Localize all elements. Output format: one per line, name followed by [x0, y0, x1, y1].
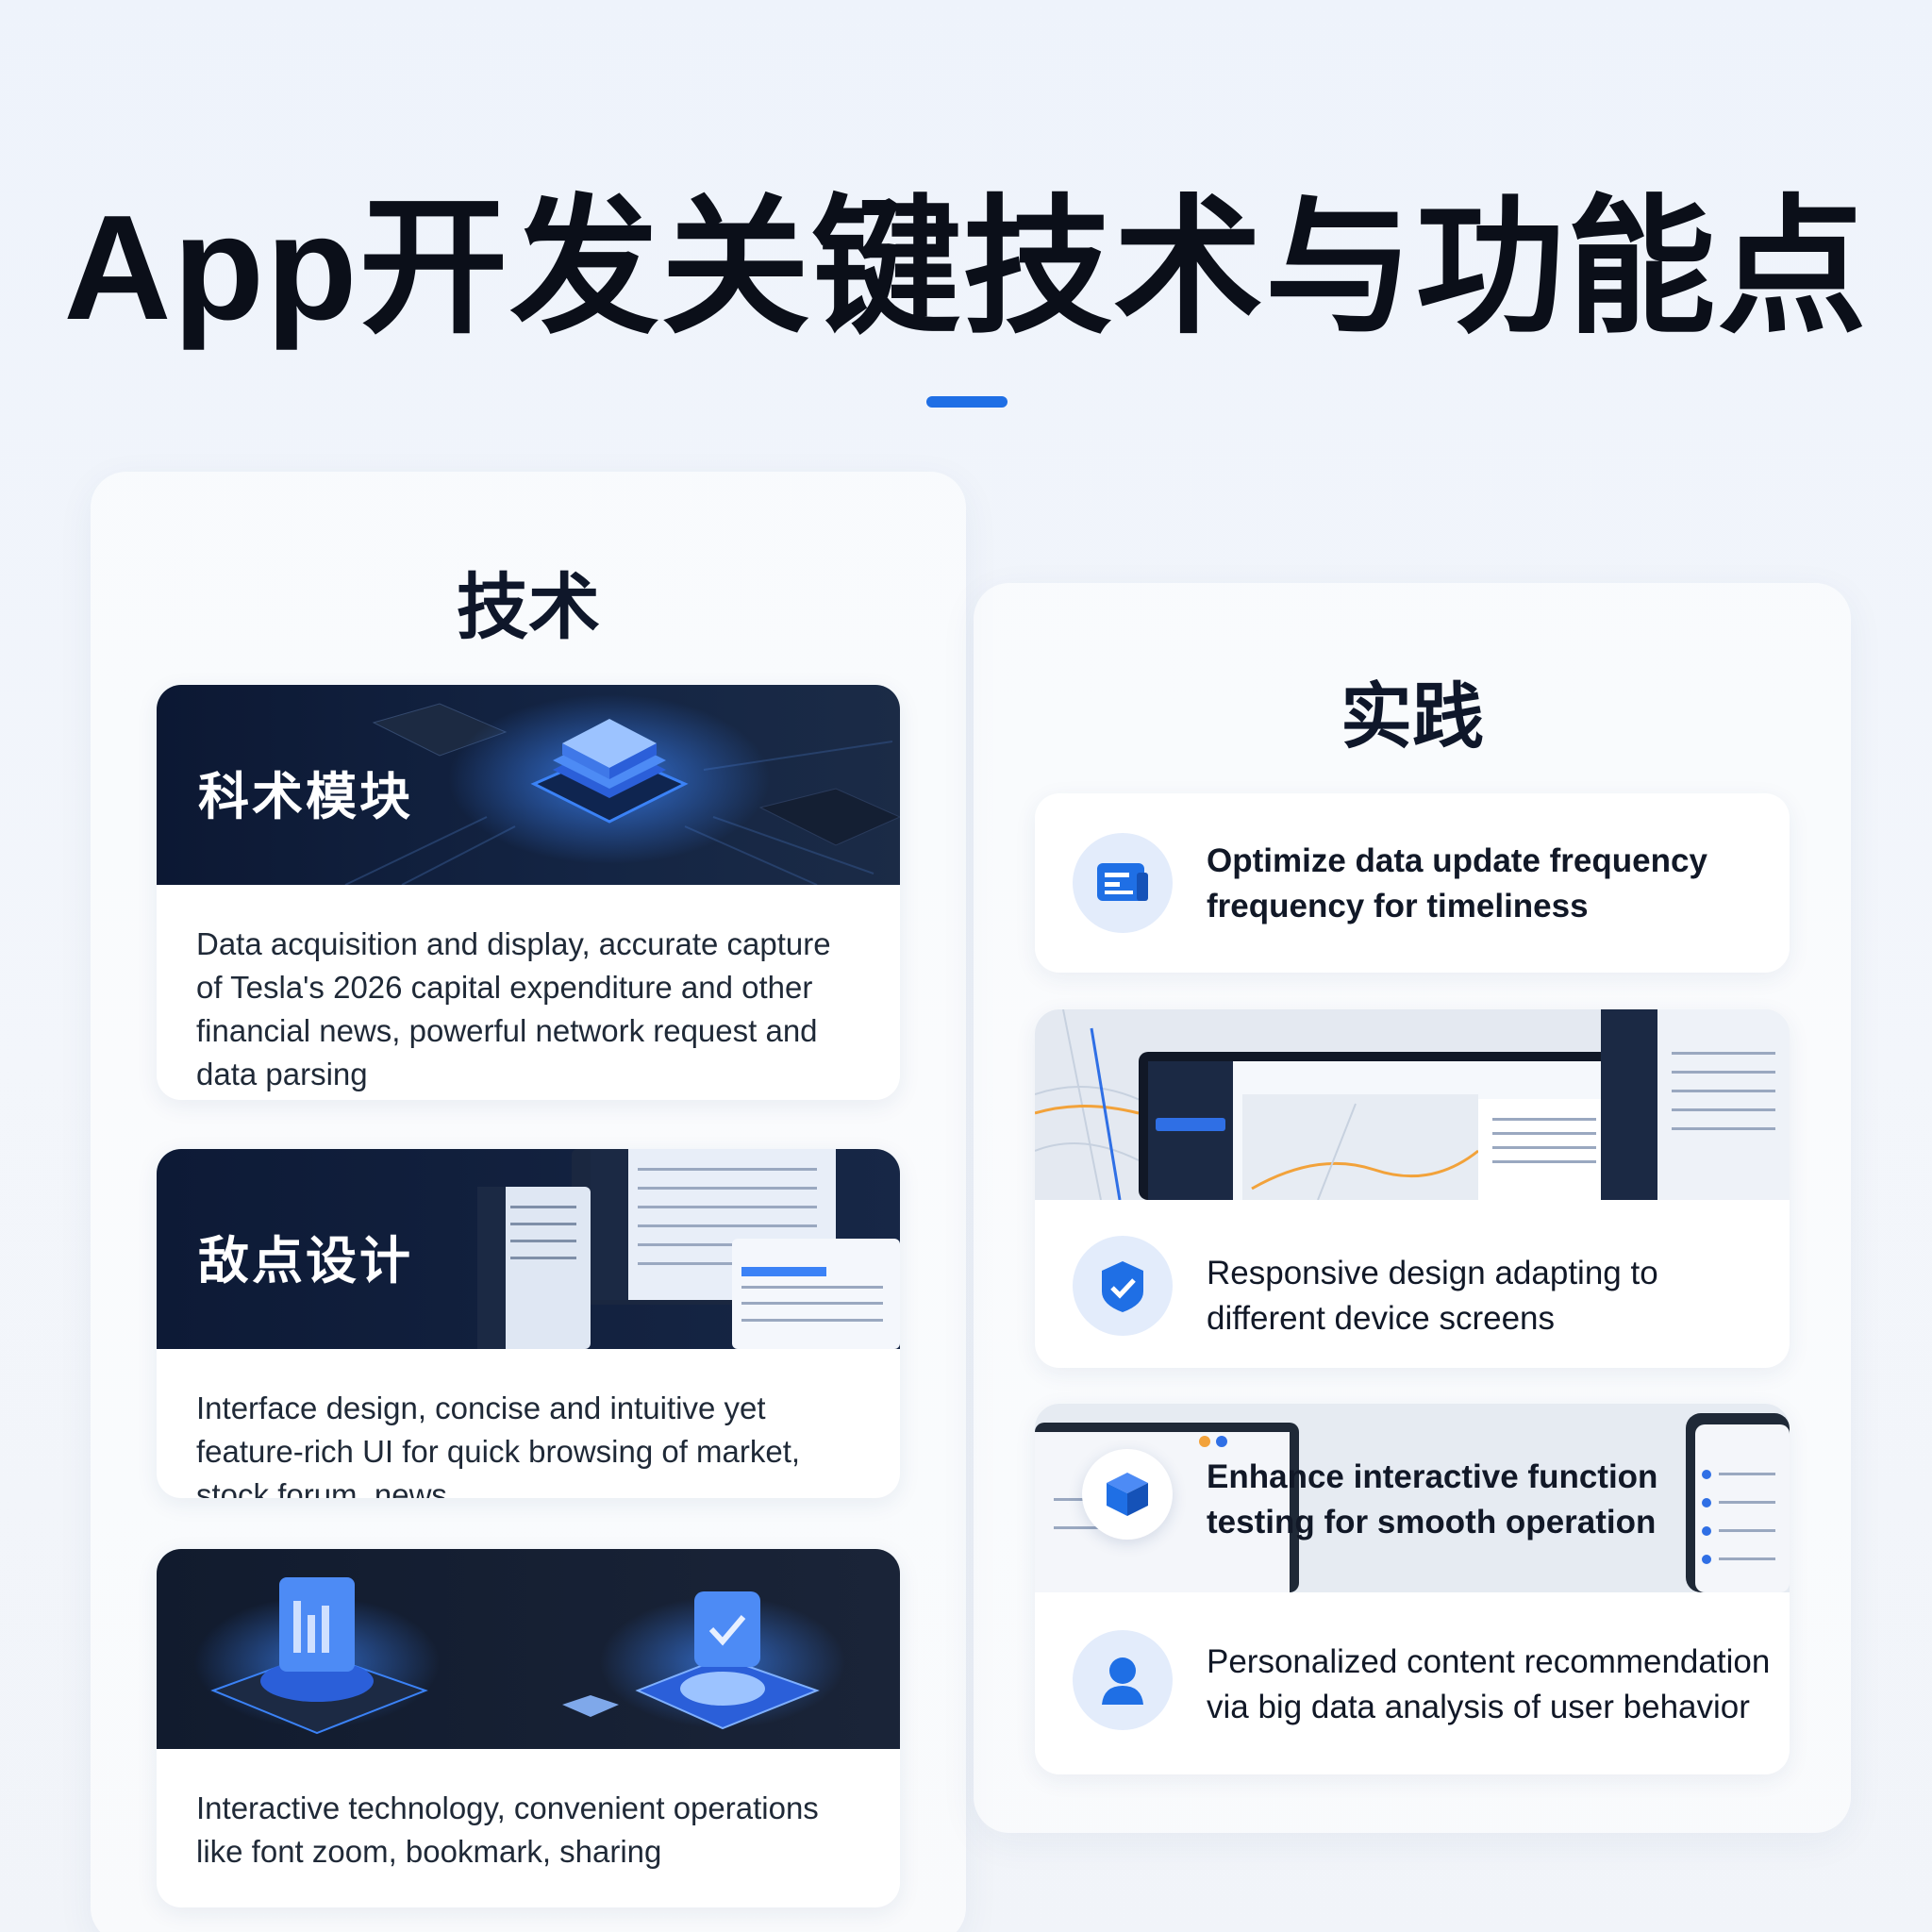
tech-card-label: 科术模块: [198, 769, 413, 825]
title-underline: [926, 396, 1008, 408]
news-icon: [1073, 833, 1173, 933]
cube-icon[interactable]: [1082, 1449, 1173, 1540]
practice-item-responsive[interactable]: Responsive design adapting to different …: [1035, 1009, 1790, 1368]
tech-card-design[interactable]: 敌点设计 Interface design, concise and intui…: [157, 1149, 900, 1498]
responsive-screens-illustration: [1035, 1009, 1790, 1200]
tech-card-label: 敌点设计: [198, 1233, 413, 1290]
interaction-illustration: [157, 1549, 900, 1749]
practice-item-update-frequency[interactable]: Optimize data update frequency frequency…: [1035, 793, 1790, 973]
tech-card-interaction[interactable]: Interactive technology, convenient opera…: [157, 1549, 900, 1907]
shield-check-icon: [1073, 1236, 1173, 1336]
tech-card-module[interactable]: 科术模块 Data acquisition and display, accur…: [157, 685, 900, 1100]
chip-illustration: 科术模块: [157, 685, 900, 885]
practice-panel: 实践 Optimize data update frequency freque…: [974, 583, 1851, 1833]
tech-card-description: Interface design, concise and intuitive …: [196, 1391, 801, 1498]
practice-item-text: Responsive design adapting to different …: [1207, 1255, 1658, 1337]
practice-item-text: Optimize data update frequency frequency…: [1207, 842, 1707, 924]
practice-panel-title: 实践: [1341, 677, 1484, 758]
user-icon: [1073, 1630, 1173, 1730]
tech-card-description: Interactive technology, convenient opera…: [196, 1790, 819, 1869]
tech-card-description: Data acquisition and display, accurate c…: [196, 926, 831, 1091]
practice-item-text[interactable]: Enhance interactive function testing for…: [1207, 1458, 1658, 1541]
dashboard-illustration: 敌点设计: [157, 1149, 900, 1349]
practice-item-group: Enhance interactive function testing for…: [1035, 1404, 1790, 1774]
tech-panel: 技术: [91, 472, 966, 1932]
practice-item-text[interactable]: Personalized content recommendation via …: [1207, 1643, 1771, 1725]
tech-panel-title: 技术: [457, 568, 600, 648]
main-title: App开发关键技术与功能点: [63, 185, 1869, 351]
